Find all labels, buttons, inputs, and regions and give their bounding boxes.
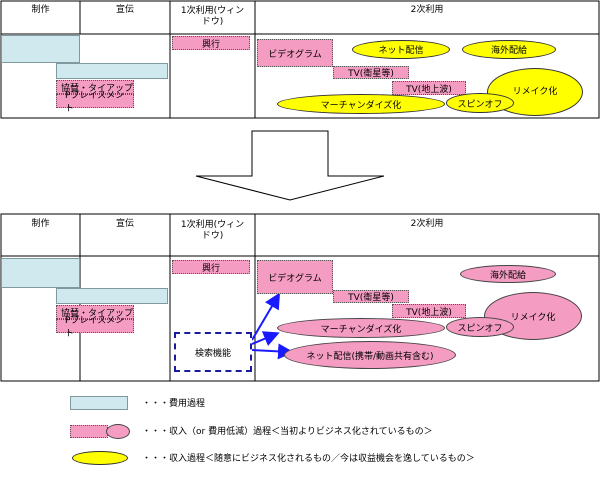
bottom-panel-frame (0, 213, 600, 382)
top-header-advertising: 宣伝 (115, 5, 134, 15)
top-spinoff: スピンオフ (446, 93, 514, 113)
legend-revenue-adhoc-swatch (72, 451, 128, 465)
top-net-distribution: ネット配信 (352, 40, 450, 59)
bottom-net-distribution-mobile: ネット配信(携帯/動画共有含む) (284, 341, 456, 369)
bottom-theatrical: 興行 (172, 260, 250, 274)
legend-revenue-swatch-ellipse (106, 424, 130, 439)
bottom-header-primary-use: 1次利用(ウィン ドウ) (180, 220, 245, 241)
top-header-primary-use: 1次利用(ウィン ドウ) (180, 6, 245, 27)
legend-revenue-swatch-rect (70, 425, 108, 438)
top-cost-advertising-bar (56, 63, 168, 79)
top-tv-terrestrial: TV(地上波) (392, 81, 466, 95)
bottom-overseas-distribution: 海外配給 (460, 265, 556, 283)
arrow-to-net-distribution (251, 343, 294, 360)
bottom-spinoff: スピンオフ (446, 317, 514, 337)
top-tv-satellite: TV(衛星等) (333, 66, 409, 79)
top-theatrical: 興行 (172, 36, 250, 50)
bottom-tv-satellite: TV(衛星等) (333, 290, 409, 303)
top-header-production: 制作 (31, 5, 50, 15)
legend-cost-label: ・・・費用過程 (142, 399, 206, 409)
legend-revenue-label: ・・・収入（or 費用低減）過程＜当初よりビジネス化されているもの＞ (142, 427, 433, 437)
top-header-secondary-use: 2次利用 (410, 5, 444, 15)
top-cost-production-bar (1, 35, 80, 63)
bottom-header-advertising: 宣伝 (115, 219, 134, 229)
bottom-tv-terrestrial: TV(地上波) (392, 304, 466, 318)
bottom-product-placement: Pプレイスメント (56, 316, 134, 339)
bottom-merchandising: マーチャンダイズ化 (277, 318, 445, 338)
bottom-search-function: 検索機能 (174, 332, 252, 372)
arrow-to-merchandising (251, 331, 280, 346)
top-merchandising: マーチャンダイズ化 (277, 94, 445, 114)
top-overseas-distribution: 海外配給 (462, 40, 556, 59)
bottom-sponsorship-tieup: 協賛・タイアップ (56, 305, 134, 319)
legend-revenue-adhoc-label: ・・・収入過程＜随意にビジネス化されるもの／今は収益機会を逸しているもの＞ (142, 454, 475, 464)
legend-cost-swatch (70, 396, 128, 410)
bottom-cost-production-bar (1, 258, 80, 288)
bottom-cost-advertising-bar (56, 288, 168, 304)
arrow-to-videogram (251, 292, 281, 341)
bottom-header-production: 制作 (31, 219, 50, 229)
top-product-placement: Pプレイスメント (56, 91, 134, 114)
big-down-arrow (195, 130, 385, 201)
bottom-header-secondary-use: 2次利用 (410, 219, 444, 229)
bottom-videogram: ビデオグラム (257, 260, 333, 294)
top-sponsorship-tieup: 協賛・タイアップ (56, 80, 134, 94)
top-videogram: ビデオグラム (257, 39, 333, 67)
